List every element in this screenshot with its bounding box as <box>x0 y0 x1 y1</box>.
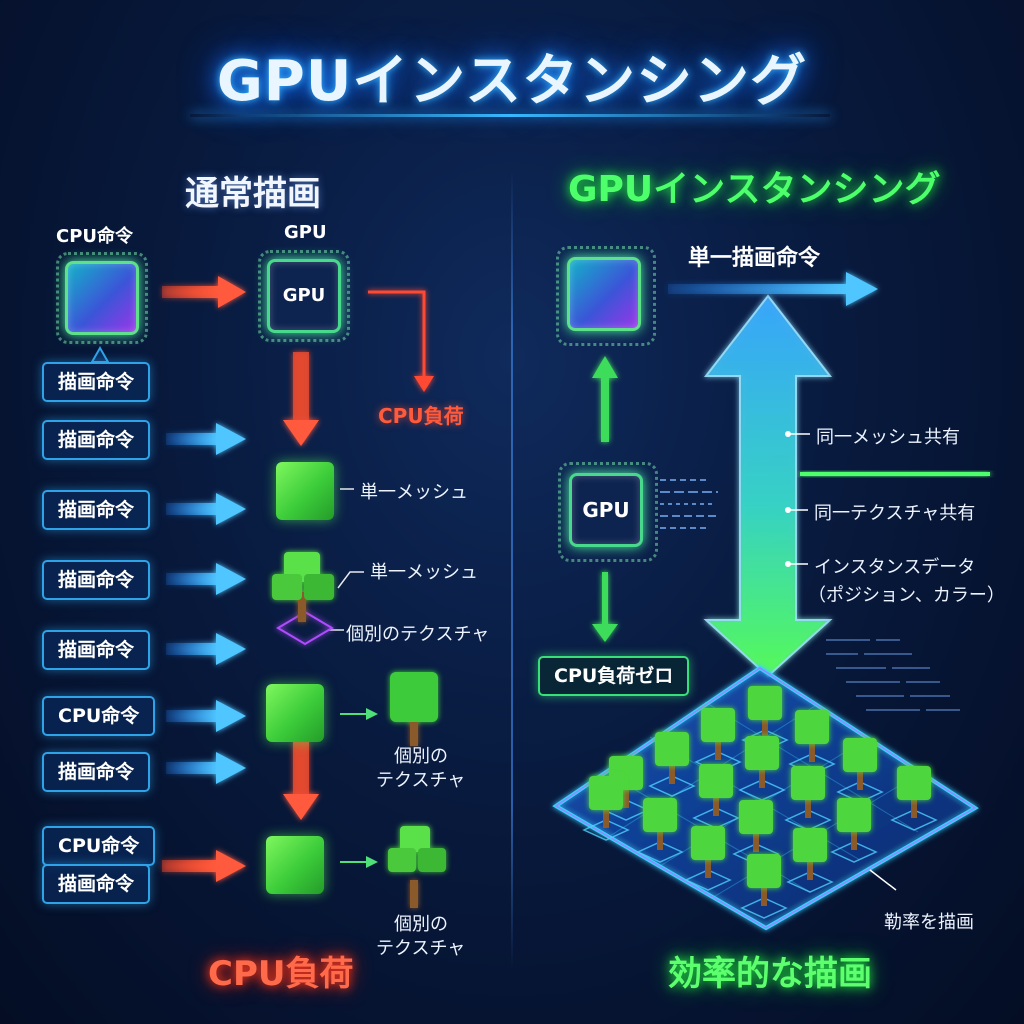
gpu-chip-pins <box>258 250 350 342</box>
draw-command-box: 描画命令 <box>42 630 151 670</box>
instanced-tree-icon <box>582 776 630 841</box>
bottom-red-arrow <box>162 850 246 882</box>
gpu-up-arrow <box>592 356 618 442</box>
left-section-title: 通常描画 <box>185 174 321 214</box>
texture-label-line2: テクスチャ <box>376 770 466 791</box>
instanced-tree-icon <box>684 826 732 891</box>
cpu-chip-pins <box>56 252 148 344</box>
instanced-tree-icon <box>738 736 786 801</box>
instanced-tree-icon <box>788 710 836 775</box>
right-gpu-chip-pins <box>558 462 658 562</box>
instanced-tree-icon <box>786 828 834 893</box>
efficient-draw-label: 効率的な描画 <box>668 954 872 994</box>
cpu-load-zero-box: CPU負荷ゼロ <box>538 656 690 696</box>
cpu-to-gpu-arrow <box>162 276 246 308</box>
gpu-down-arrow <box>283 352 319 446</box>
cpu-load-label: CPU負荷 <box>378 404 464 428</box>
right-cpu-chip-pins <box>556 246 656 346</box>
right-gpu-chip-icon: GPU <box>569 473 643 547</box>
instance-data-label: インスタンスデータ <box>814 557 976 578</box>
instanced-tree-icon <box>648 732 696 797</box>
draw-command-box: 描画命令 <box>42 560 151 600</box>
cube-down-arrow <box>283 742 319 820</box>
texture-label-line1: 個別の <box>394 914 448 935</box>
instanced-tree-icon <box>890 766 938 831</box>
gpu-to-cpu-load-arrow <box>368 290 426 378</box>
instanced-tree-icon <box>740 854 788 919</box>
texture-label-line2: テクスチャ <box>376 938 466 959</box>
gpu-top-label: GPU <box>284 222 327 243</box>
mesh-cube-icon <box>266 684 324 742</box>
instanced-tree-icon <box>784 766 832 831</box>
green-beam <box>800 472 990 476</box>
bullet-dots <box>785 431 810 567</box>
draw-command-box: 描画命令 <box>42 752 151 792</box>
single-mesh-label: 単一メッシュ <box>360 482 468 503</box>
instanced-tree-icon <box>692 764 740 829</box>
draw-command-box: 描画命令 <box>42 420 151 460</box>
draw-command-box: 描画命令 <box>42 864 151 904</box>
efficient-draw-small-label: 勒率を描画 <box>884 912 974 933</box>
individual-texture-label: 個別のテクスチャ <box>346 624 490 645</box>
code-lines-decoration <box>826 639 960 711</box>
shared-mesh-label: 同一メッシュ共有 <box>816 427 960 448</box>
instance-data-sub-label: （ポジション、カラー） <box>808 585 1005 606</box>
data-stream-lines <box>660 479 720 529</box>
shared-texture-label: 同一テクスチャ共有 <box>814 503 976 524</box>
instanced-tree-icon <box>636 798 684 863</box>
single-mesh-label-2: 単一メッシュ <box>370 562 478 583</box>
leader-lines <box>328 488 364 631</box>
mesh-cube-icon <box>266 836 324 894</box>
gpu-down-zero-arrow <box>592 572 618 642</box>
texture-arrows <box>340 713 368 863</box>
instanced-tree-icon <box>694 708 742 773</box>
cpu-command-box: CPU命令 <box>42 696 156 736</box>
right-cpu-chip-icon <box>567 257 641 331</box>
mesh-cube-icon <box>276 462 334 520</box>
main-title: GPUインスタンシング <box>216 49 808 114</box>
title-underline <box>190 114 830 117</box>
cpu-chip-icon <box>65 261 139 335</box>
instanced-tree-icon <box>830 798 878 863</box>
single-draw-command-label: 単一描画命令 <box>688 246 821 271</box>
center-divider <box>511 170 513 970</box>
draw-command-box: 描画命令 <box>42 362 151 402</box>
draw-command-box: 描画命令 <box>42 490 151 530</box>
single-draw-arrow <box>668 272 878 306</box>
instanced-tree-icon <box>836 738 884 803</box>
cpu-load-bottom-label: CPU負荷 <box>208 954 354 994</box>
right-section-title: GPUインスタンシング <box>568 169 941 210</box>
texture-label-line1: 個別の <box>394 746 448 767</box>
draw-command-arrows <box>166 423 246 784</box>
cpu-command-label: CPU命令 <box>56 226 134 247</box>
gpu-chip-icon: GPU <box>267 259 341 333</box>
